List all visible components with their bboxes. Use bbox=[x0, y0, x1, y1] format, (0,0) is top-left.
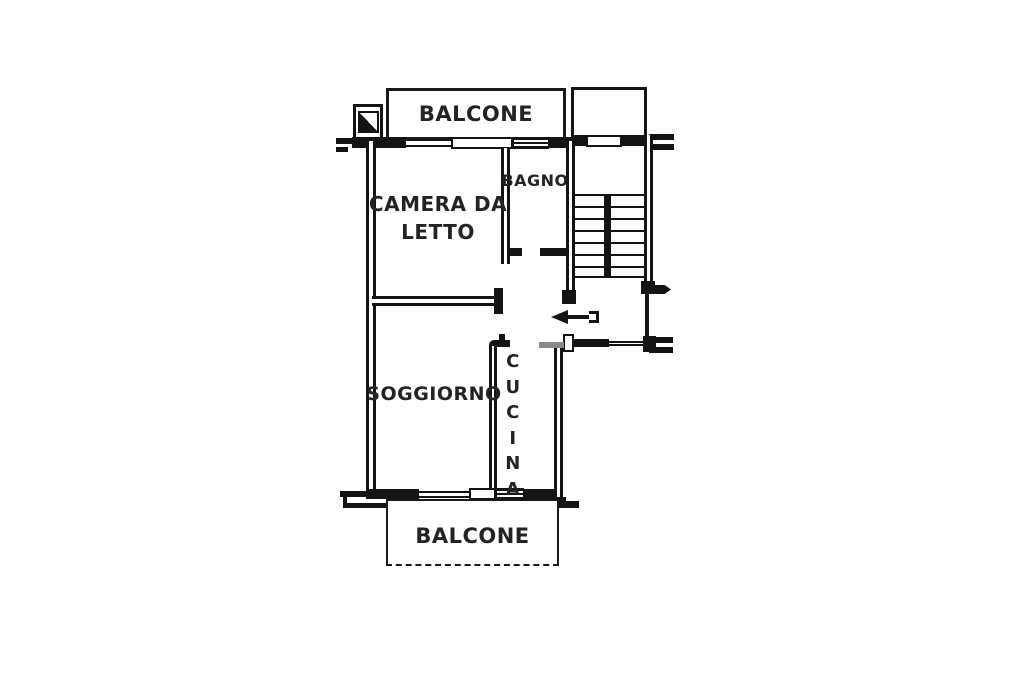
entrance-arrow-shaft bbox=[566, 315, 589, 319]
wall-top-left-stub-a bbox=[336, 138, 354, 144]
balcony-top-label: BALCONE bbox=[418, 102, 534, 126]
stairs-right-flight bbox=[611, 194, 644, 278]
stairs-central-stringer bbox=[604, 194, 611, 278]
door-jamb-bedroom bbox=[494, 288, 503, 314]
entrance-door-leaf bbox=[574, 339, 609, 347]
wall-top-segment-4 bbox=[622, 135, 651, 146]
wall-stairwell-right-corner bbox=[641, 281, 655, 294]
kitchen-label-letter: U bbox=[505, 376, 521, 398]
balcony-bottom: BALCONE bbox=[386, 499, 559, 566]
bathroom-label: BAGNO bbox=[501, 171, 569, 190]
wall-stairwell-right bbox=[644, 135, 653, 283]
balcony-bottom-label: BALCONE bbox=[415, 523, 530, 548]
wall-top-segment-1 bbox=[352, 137, 406, 148]
wall-kitchen-top bbox=[489, 340, 510, 347]
wall-stairwell-left bbox=[566, 141, 575, 292]
wall-bedroom-living-divider bbox=[372, 296, 494, 306]
wall-top-right-stub-a bbox=[649, 134, 674, 140]
wall-bottom-left-stub bbox=[340, 491, 366, 497]
wall-top-segment-2 bbox=[549, 137, 574, 148]
kitchen-label-letter: A bbox=[505, 478, 521, 500]
wall-bathroom-bottom-right bbox=[540, 248, 567, 256]
entrance-door-jamb bbox=[563, 334, 574, 352]
kitchen-label-letter: I bbox=[509, 427, 517, 449]
wall-top-segment-3 bbox=[574, 135, 586, 146]
wall-kitchen-bottom-corner bbox=[554, 497, 566, 508]
wall-kitchen-stub-right bbox=[563, 501, 579, 508]
kitchen-label-letter: C bbox=[506, 402, 520, 423]
window-shutter-top bbox=[513, 137, 549, 149]
window-living-room bbox=[419, 491, 469, 498]
entrance-stub-right-a bbox=[656, 337, 673, 343]
kitchen-label-letter: N bbox=[505, 453, 521, 474]
wall-kitchen-left bbox=[489, 346, 497, 497]
entrance-stub-right-b bbox=[649, 347, 673, 353]
window-bedroom bbox=[406, 139, 451, 147]
wall-top-right-stub-b bbox=[653, 144, 674, 150]
window-balcony-door bbox=[451, 137, 513, 149]
shaft-symbol-icon bbox=[358, 111, 379, 133]
wall-landing-right-thin bbox=[645, 294, 649, 336]
wall-stairwell-left-foot bbox=[562, 290, 576, 304]
wall-top-left-stub-b bbox=[336, 147, 348, 152]
wall-bedroom-bathroom bbox=[501, 148, 510, 264]
window-stairwell bbox=[586, 135, 622, 147]
stairs-left-flight bbox=[575, 194, 604, 278]
wall-bottom-segment-1 bbox=[366, 489, 419, 499]
wall-bathroom-bottom-left bbox=[508, 248, 522, 256]
wall-bottom-step-vertical bbox=[343, 497, 347, 508]
wall-bottom-step-horizontal bbox=[343, 503, 386, 508]
bedroom-label-line2: LETTO bbox=[401, 220, 475, 244]
bedroom-label-line1: CAMERA DA bbox=[368, 192, 508, 216]
entrance-door-line bbox=[609, 341, 645, 346]
wall-bottom-segment-2 bbox=[524, 489, 556, 499]
stairwell-upper-landing bbox=[571, 87, 647, 137]
kitchen-label-letter: C bbox=[506, 351, 520, 372]
living-room-label: SOGGIORNO bbox=[366, 383, 502, 405]
wall-kitchen-tick bbox=[499, 334, 505, 341]
balcony-top: BALCONE bbox=[386, 88, 566, 140]
wall-stub-pointed bbox=[653, 285, 671, 294]
wall-left-exterior bbox=[366, 141, 376, 497]
bedroom-label: CAMERA DA LETTO bbox=[368, 190, 508, 246]
wall-kitchen-right bbox=[554, 348, 563, 498]
threshold-gray-line bbox=[539, 342, 564, 348]
entrance-arrow-tail bbox=[589, 311, 599, 323]
entrance-arrow-icon bbox=[551, 310, 568, 324]
kitchen-label: C U C I N A bbox=[501, 349, 525, 502]
